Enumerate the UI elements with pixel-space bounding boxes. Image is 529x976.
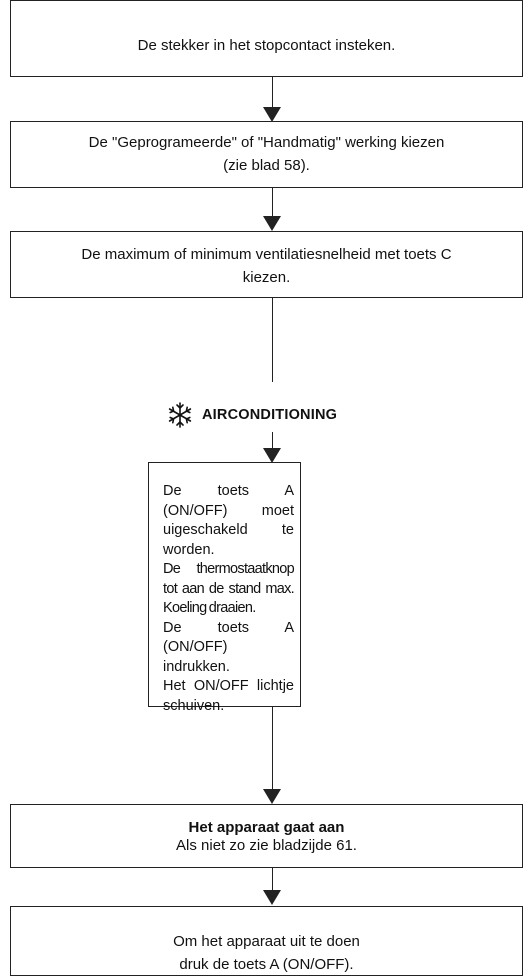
connector-line [272,868,273,892]
step-text-line: De "Geprogrameerde" of "Handmatig" werki… [88,134,445,151]
final-box: Om het apparaat uit te doen druk de toet… [10,906,523,976]
connector-line [272,432,273,450]
step-text-line: De maximum of minimum ventilatiesnelheid… [81,246,452,263]
final-text-line: druk de toets A (ON/OFF). [179,956,354,973]
connector-line [272,707,273,791]
step-box-fan-speed: De maximum of minimum ventilatiesnelheid… [10,231,523,298]
mode-label: AIRCONDITIONING [202,407,338,423]
result-box: Het apparaat gaat aan Als niet zo zie bl… [10,804,523,868]
result-title: Het apparaat gaat aan [188,819,345,836]
instruction-item: De toets A (ON/OFF) moet uigeschakeld te… [163,483,294,558]
mode-heading: AIRCONDITIONING [166,402,337,428]
step-text-line: kiezen. [242,269,291,286]
step-box-plug-in: De stekker in het stopcontact insteken. [10,0,523,77]
step-text: De stekker in het stopcontact insteken. [137,37,396,54]
arrow-down-icon [263,789,281,804]
arrow-down-icon [263,216,281,231]
instruction-item: De thermostaatknop tot aan de stand max.… [163,561,295,616]
final-text-line: Om het apparaat uit te doen [173,933,360,950]
arrow-down-icon [263,107,281,122]
step-box-choose-mode: De "Geprogrameerde" of "Handmatig" werki… [10,121,523,188]
step-text-line: (zie blad 58). [223,157,310,174]
connector-line [272,77,273,109]
snowflake-icon [168,402,192,428]
instruction-item: Het ON/OFF lichtje schuiven. [163,678,294,714]
connector-line [272,298,273,382]
result-note: Als niet zo zie bladzijde 61. [176,837,357,854]
instruction-item: De toets A (ON/OFF) indrukken. [163,619,294,675]
connector-line [272,188,273,218]
arrow-down-icon [263,890,281,905]
instructions-box: De toets A (ON/OFF) moet uigeschakeld te… [148,462,301,714]
arrow-down-icon [263,448,281,463]
